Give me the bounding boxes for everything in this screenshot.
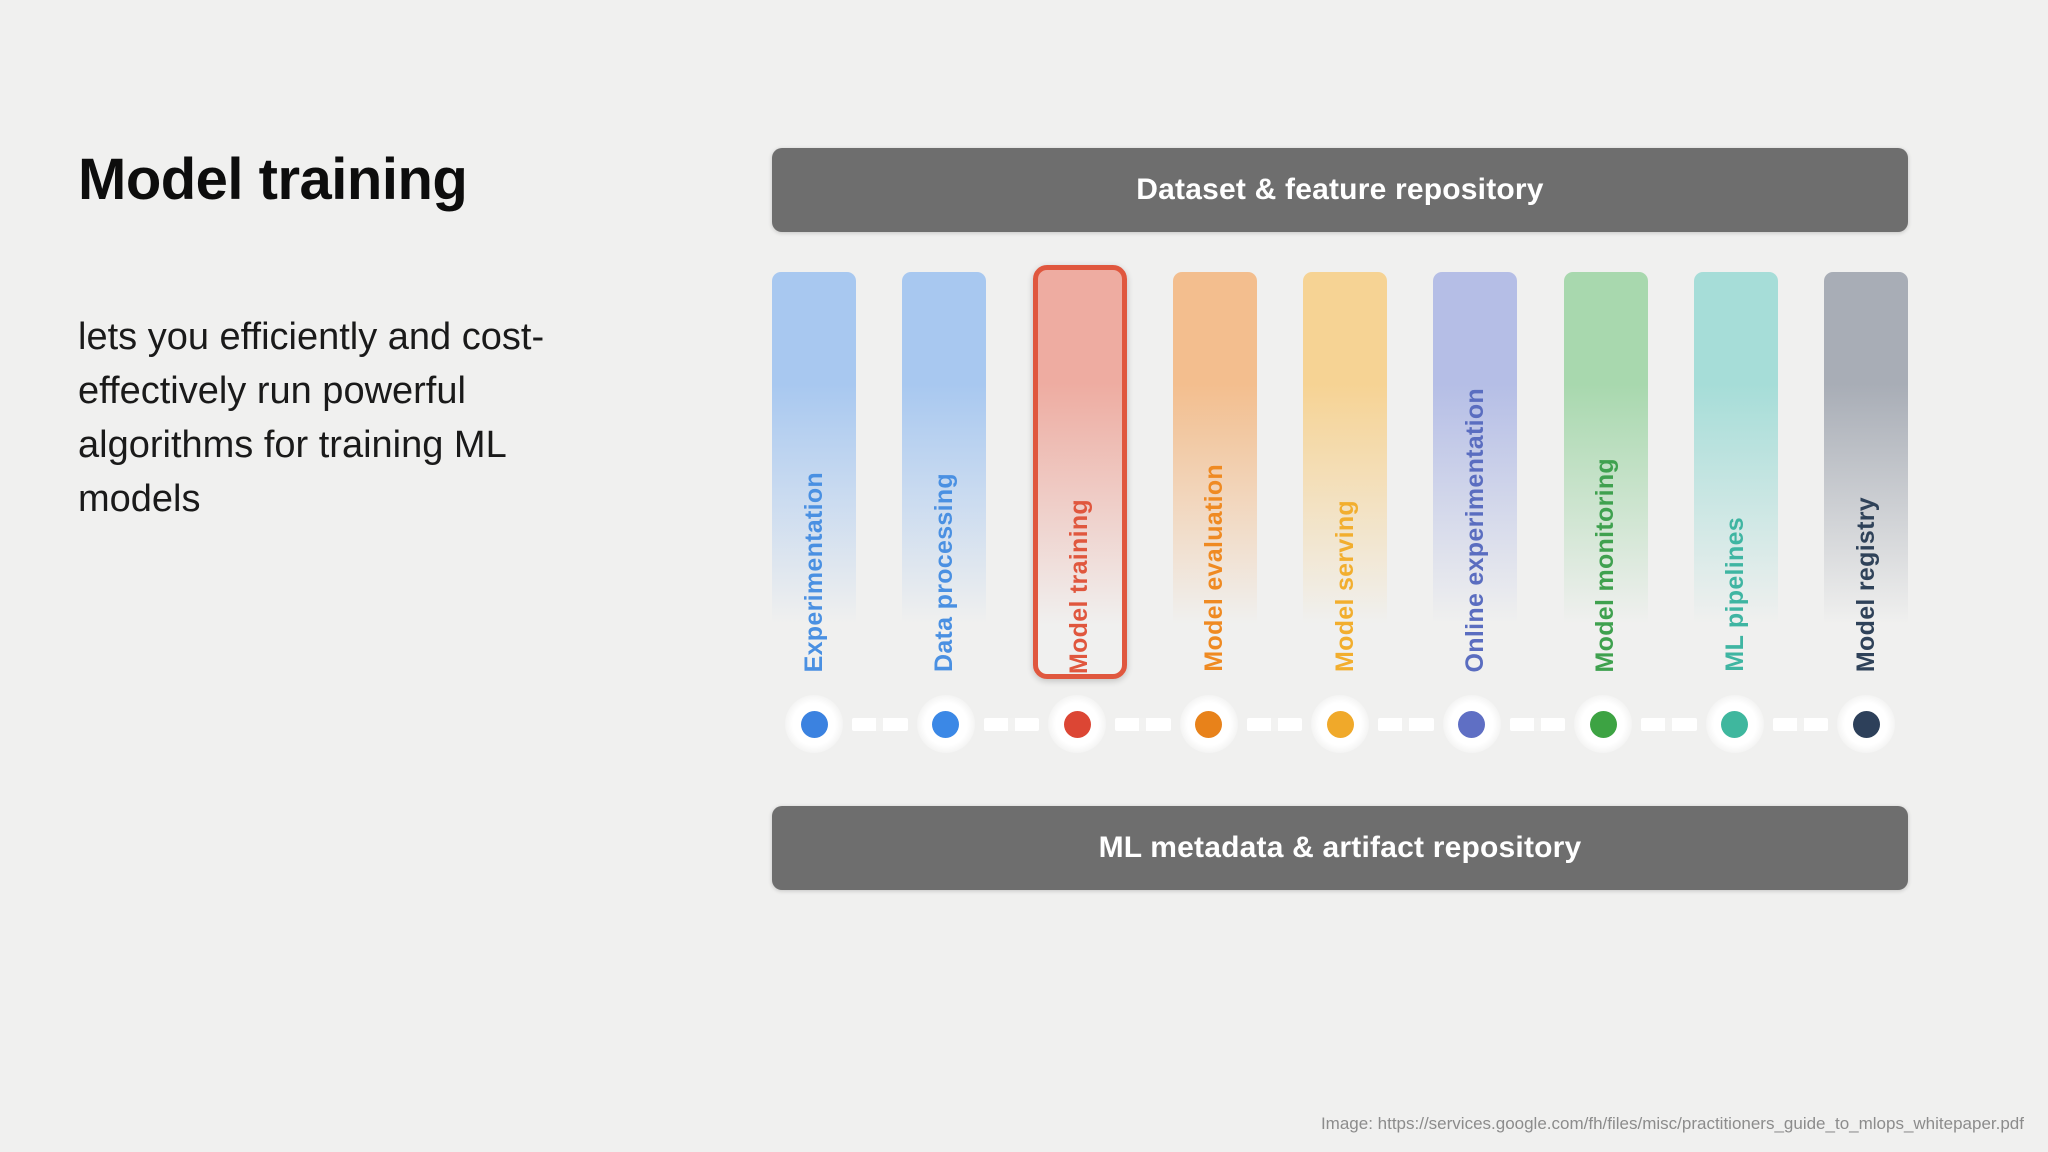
slide-body-text: lets you efficiently and cost-effectivel… <box>78 315 545 520</box>
stage-dot-icon <box>1589 710 1617 738</box>
ml-metadata-artifact-repository-label: ML metadata & artifact repository <box>1098 831 1582 864</box>
capability-column-label: Data processing <box>929 472 958 672</box>
connector-line <box>1378 717 1434 731</box>
stage-dot-model-serving[interactable] <box>1298 693 1382 755</box>
stage-dot-icon <box>1195 710 1222 738</box>
stage-dot-icon <box>1852 710 1880 738</box>
connector-line <box>1246 717 1302 731</box>
image-source-credit: Image: https://services.google.com/fh/fi… <box>1320 1114 2024 1133</box>
stage-dot-icon <box>1063 710 1091 738</box>
stage-dot-data-processing[interactable] <box>904 693 988 755</box>
capability-columns: Experimentation Data processing Model trai… <box>772 265 1908 679</box>
connector-line <box>1509 717 1565 731</box>
capability-column-model-serving[interactable]: Model serving <box>1303 272 1387 672</box>
ml-metadata-artifact-repository-bar: ML metadata & artifact repository <box>772 806 1908 890</box>
stage-dot-icon <box>800 710 828 738</box>
connector-line <box>983 717 1039 731</box>
stage-dot-model-monitoring[interactable] <box>1561 693 1645 755</box>
capability-column-label: Online experimentation <box>1460 387 1489 672</box>
stage-dot-online-experimentation[interactable] <box>1430 693 1514 755</box>
page-title: Model training <box>78 147 468 212</box>
stage-dot-model-evaluation[interactable] <box>1167 693 1251 755</box>
capability-column-label: Model registry <box>1851 496 1880 672</box>
stage-dot-model-training[interactable] <box>1035 693 1119 755</box>
dataset-feature-repository-label: Dataset & feature repository <box>1136 173 1544 206</box>
dataset-feature-repository-bar: Dataset & feature repository <box>772 148 1908 232</box>
connector-line <box>1641 717 1697 731</box>
stage-dot-icon <box>1458 710 1485 738</box>
connector-line <box>1115 717 1171 731</box>
stage-dot-icon <box>1326 710 1354 738</box>
capability-column-experimentation[interactable]: Experimentation <box>772 272 856 672</box>
capability-column-label: Model serving <box>1330 500 1359 672</box>
capability-column-label: Experimentation <box>799 471 828 672</box>
stage-dot-ml-pipelines[interactable] <box>1693 693 1777 755</box>
capability-column-ml-pipelines[interactable]: ML pipelines <box>1693 272 1778 672</box>
capability-column-model-training[interactable]: Model training <box>1032 265 1127 679</box>
stage-dot-icon <box>932 710 959 738</box>
capability-column-model-registry[interactable]: Model registry <box>1824 272 1908 672</box>
stage-dot-model-registry[interactable] <box>1824 693 1908 755</box>
mlops-architecture-diagram: Dataset & feature repository Experimenta… <box>772 148 1908 890</box>
capability-column-online-experimentation[interactable]: Online experimentation <box>1433 272 1518 672</box>
capability-column-data-processing[interactable]: Data processing <box>902 272 987 672</box>
stage-dot-experimentation[interactable] <box>772 693 856 755</box>
stage-dot-icon <box>1721 710 1748 738</box>
capability-column-label: Model evaluation <box>1200 464 1229 672</box>
capability-connector-row <box>772 693 1908 755</box>
capability-column-label: Model monitoring <box>1591 457 1619 673</box>
left-text-column: Model training lets you efficiently and … <box>78 147 598 527</box>
connector-line <box>1772 717 1828 731</box>
capability-column-model-monitoring[interactable]: Model monitoring <box>1563 272 1648 673</box>
capability-column-model-evaluation[interactable]: Model evaluation <box>1172 272 1257 672</box>
connector-line <box>852 717 908 731</box>
capability-column-label: ML pipelines <box>1721 517 1750 672</box>
capability-column-label: Model training <box>1065 498 1093 674</box>
